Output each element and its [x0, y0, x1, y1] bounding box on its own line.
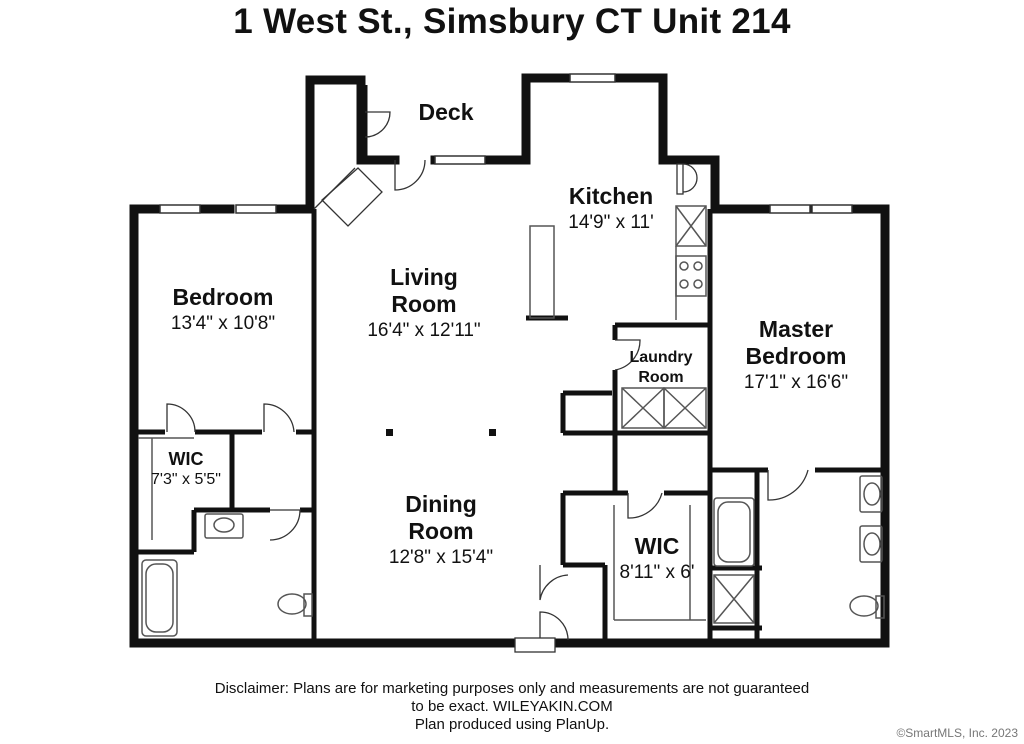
disclaimer-line2: to be exact. WILEYAKIN.COM — [411, 698, 613, 715]
interior-walls — [138, 85, 885, 640]
living-room-label-line1: Living — [390, 264, 458, 290]
dining-room-dimensions: 12'8" x 15'4" — [389, 547, 493, 568]
bath-fixtures — [138, 437, 885, 637]
wic-right-dimensions: 8'11" x 6' — [620, 562, 695, 583]
kitchen-fixtures — [529, 205, 707, 429]
kitchen-dimensions: 14'9" x 11' — [568, 212, 653, 233]
deck-label: Deck — [419, 99, 474, 125]
laundry-room-label-line2: Room — [638, 369, 683, 386]
bedroom-dimensions: 13'4" x 10'8" — [171, 313, 275, 334]
master-bedroom-dimensions: 17'1" x 16'6" — [744, 372, 848, 393]
doors — [166, 111, 809, 653]
wic-left-dimensions: 7'3" x 5'5" — [151, 471, 221, 488]
windows — [159, 73, 853, 214]
living-room-label-line2: Room — [391, 291, 456, 317]
wic-left-label: WIC — [169, 449, 204, 469]
master-bedroom-label-line2: Bedroom — [746, 343, 847, 369]
master-bedroom-label-line1: Master — [759, 316, 833, 342]
room-labels: Deck Kitchen 14'9" x 11' Living Room 16'… — [151, 99, 848, 583]
living-room-dimensions: 16'4" x 12'11" — [367, 320, 480, 341]
copyright-credit: ©SmartMLS, Inc. 2023 — [896, 726, 1018, 740]
laundry-room-label-line1: Laundry — [629, 349, 692, 366]
plan-title: 1 West St., Simsbury CT Unit 214 — [233, 2, 791, 41]
disclaimer-line3: Plan produced using PlanUp. — [414, 716, 610, 733]
disclaimer-line1: Disclaimer: Plans are for marketing purp… — [214, 680, 810, 697]
wic-right-label: WIC — [635, 533, 680, 559]
columns — [386, 429, 496, 436]
kitchen-label: Kitchen — [569, 183, 653, 209]
bedroom-label: Bedroom — [173, 284, 274, 310]
dining-room-label-line2: Room — [408, 518, 473, 544]
dining-room-label-line1: Dining — [405, 491, 477, 517]
